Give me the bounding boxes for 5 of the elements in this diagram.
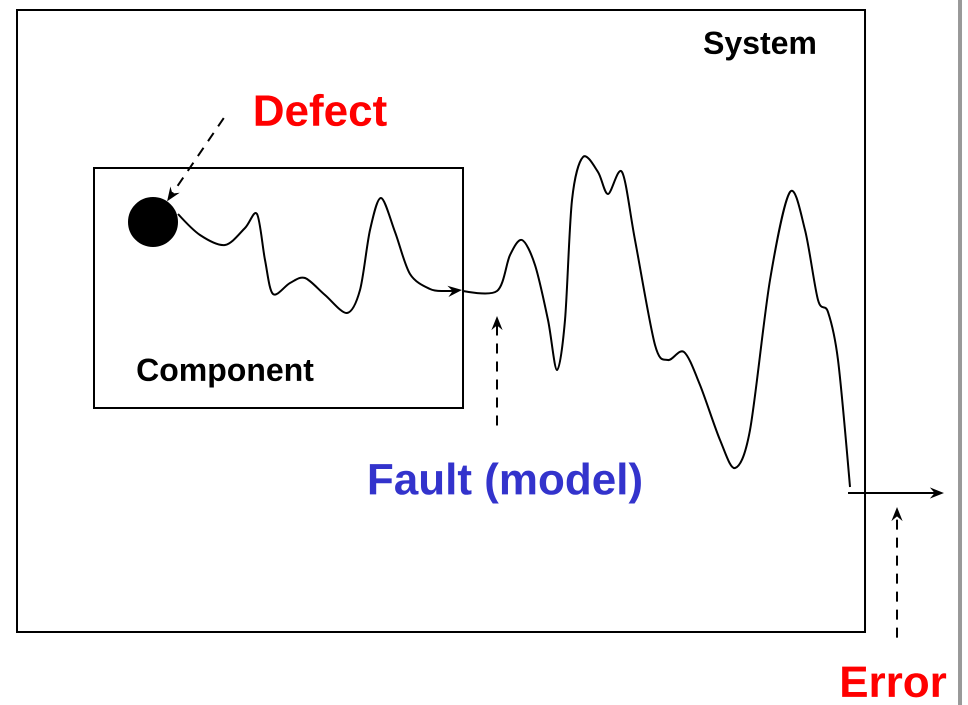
fault-label: Fault (model) <box>370 462 641 504</box>
defect-label: Defect <box>256 94 387 126</box>
component-box: Component <box>93 167 464 409</box>
defect-circle <box>128 197 178 247</box>
error-label: Error <box>842 666 946 698</box>
